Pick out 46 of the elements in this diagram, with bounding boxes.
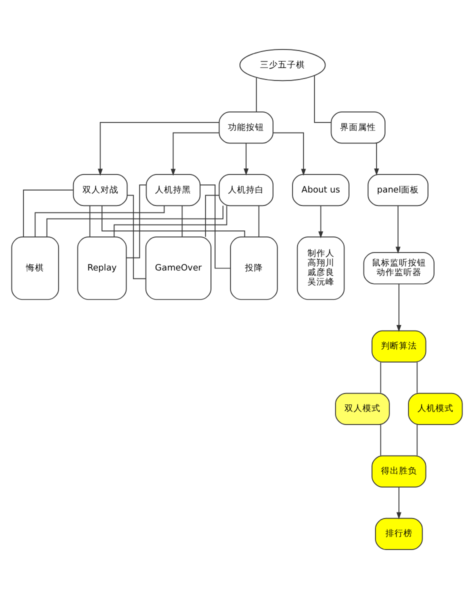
arrow: [396, 486, 402, 519]
node-box: 悔棋: [11, 236, 60, 300]
node-box: 投降: [230, 236, 278, 300]
arrow: [272, 132, 306, 176]
connector: [314, 74, 332, 122]
arrow: [244, 142, 249, 175]
connector: [380, 424, 382, 456]
connector: [182, 204, 183, 237]
connector: [256, 76, 257, 112]
node-box: 得出胜负: [372, 454, 426, 487]
arrow: [318, 204, 324, 238]
node-box: 制作人 高翔川 戚彦良 吴沅峰: [296, 236, 345, 300]
arrow: [396, 204, 400, 254]
arrow: [98, 121, 220, 176]
connector: [416, 424, 418, 456]
node-box: Replay: [77, 236, 127, 300]
node-box: 双人对战: [72, 174, 128, 206]
connector: [46, 204, 224, 237]
connector: [114, 204, 228, 237]
node-box: 人机持黑: [146, 174, 201, 206]
node-box: 排行榜: [375, 517, 423, 550]
arrow: [170, 132, 220, 176]
node-box: About us: [292, 174, 350, 206]
connector: [23, 189, 74, 237]
node-box: panel面板: [368, 174, 428, 206]
connector: [126, 184, 147, 258]
connector: [126, 194, 146, 279]
connector: [380, 361, 382, 393]
node-box: 界面属性: [330, 111, 386, 144]
connector: [89, 204, 90, 237]
node-box: 人机模式: [408, 392, 463, 424]
connector: [416, 361, 418, 393]
connector: [258, 204, 260, 237]
node-box: GameOver: [145, 236, 212, 300]
connector: [34, 204, 165, 237]
node-box: 功能按钮: [218, 111, 274, 144]
connector: [102, 204, 246, 237]
node-box: 判断算法: [372, 330, 426, 362]
node-box: 人机持白: [218, 174, 274, 206]
connector: [200, 184, 231, 268]
connector: [205, 194, 220, 237]
arrow: [374, 142, 379, 175]
arrow: [396, 283, 402, 332]
node-box: 鼠标监听按钮 动作监听器: [363, 252, 434, 284]
node-ellipse: 三少五子棋: [239, 48, 326, 81]
node-box: 双人模式: [335, 392, 390, 424]
